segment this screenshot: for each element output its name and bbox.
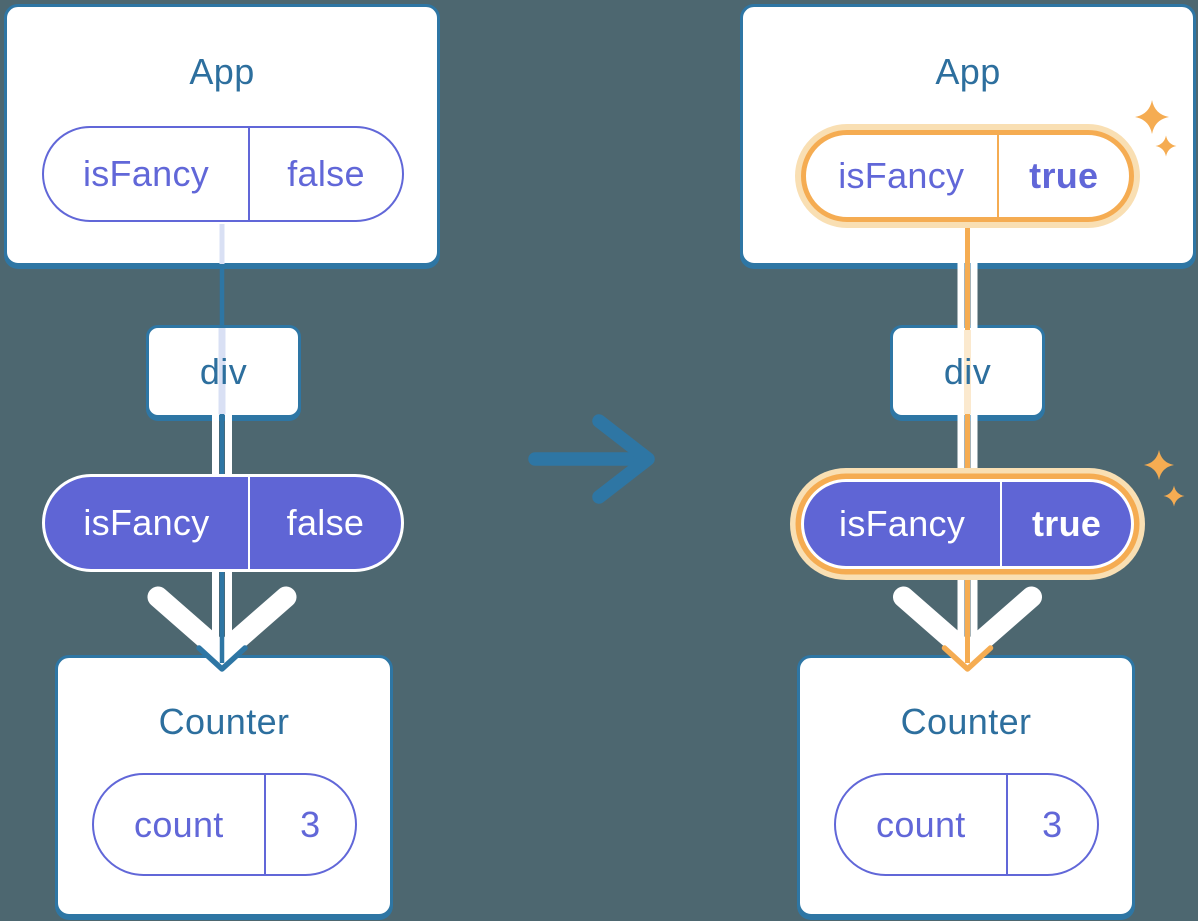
counter-title-before: Counter [158,701,290,742]
app-title-before: App [189,51,255,92]
sparkle-icon [1155,135,1177,157]
state-name: count [94,775,266,874]
sparkle-icon [1144,450,1174,480]
counter-title-after: Counter [900,701,1032,742]
arrowhead-after [941,645,994,672]
sparkle-icon [1163,485,1185,507]
app-prop-pill-before: isFancy false [42,126,404,222]
state-name: count [836,775,1008,874]
div-title-after: div [943,350,992,392]
prop-name: isFancy [45,477,250,569]
div-title-before: div [199,350,248,392]
app-title-after: App [935,51,1001,92]
prop-value: true [1031,503,1102,544]
state-value: 3 [300,803,321,845]
counter-state-pill-after: count 3 [834,773,1099,876]
prop-value: false [286,502,365,543]
app-prop-pill-after: isFancy true [801,130,1134,222]
arrow-head [592,414,655,504]
sparkle-icon [1135,100,1169,134]
state-value: 3 [1042,803,1063,845]
prop-name: isFancy [44,128,251,220]
prop-name: isFancy [806,135,999,217]
prop-value: false [287,153,365,194]
passed-prop-pill-before: isFancy false [42,474,404,572]
counter-state-pill-before: count 3 [92,773,357,876]
arrowhead-before [196,645,248,672]
prop-value: true [1029,155,1099,196]
passed-prop-pill-after: isFancy true [801,479,1134,569]
transition-arrow-icon [528,414,655,504]
prop-name: isFancy [804,482,1003,566]
